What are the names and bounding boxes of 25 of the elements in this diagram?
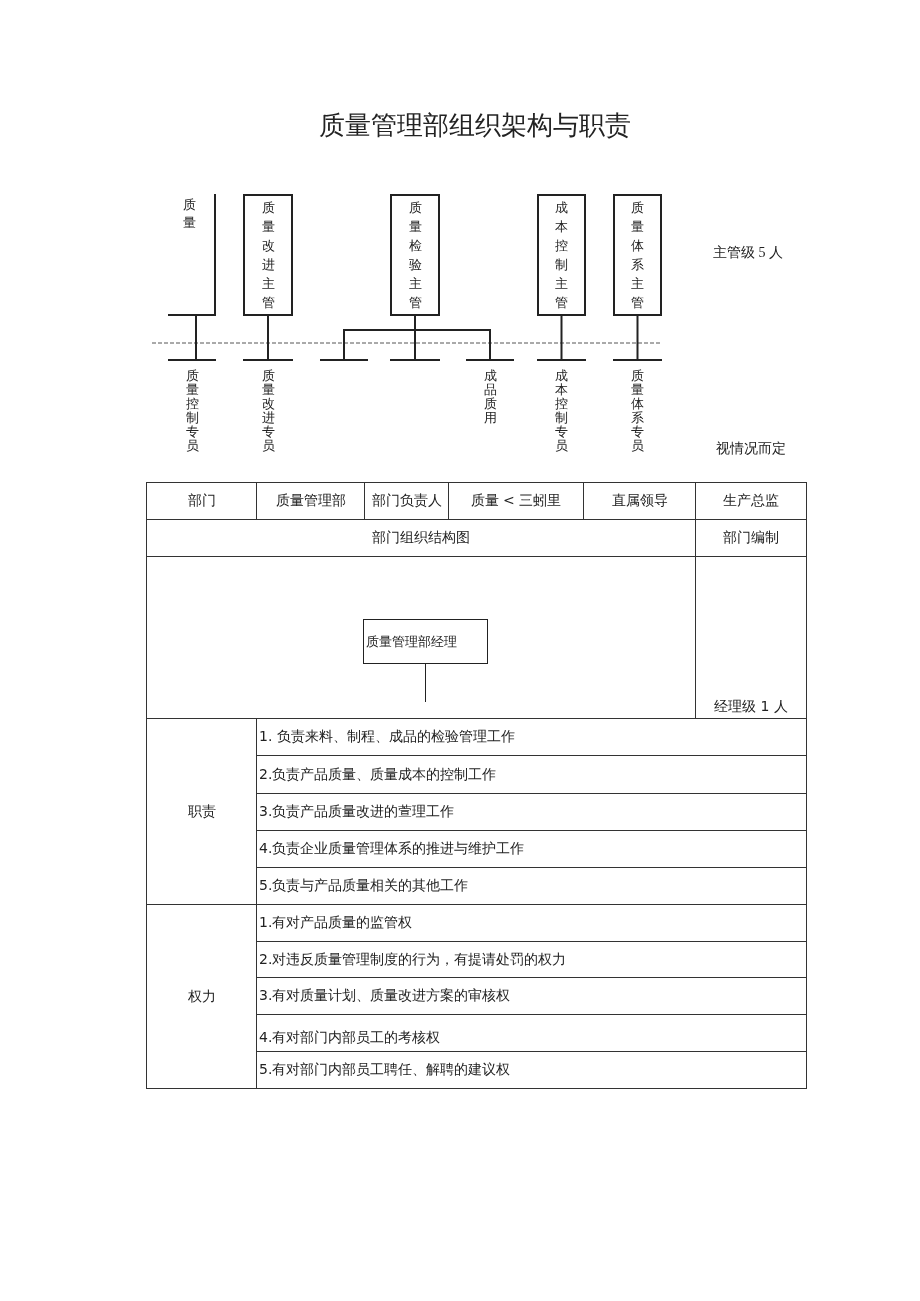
table-cell: 权力 — [146, 904, 257, 1089]
position-label: 成本控制专员 — [554, 369, 569, 453]
position-label: 质量控制专员 — [185, 369, 199, 453]
title: 质量管理部组织架构与职责 — [318, 110, 632, 142]
org-box: 质量体系主管 — [613, 194, 662, 316]
connector-line — [636, 315, 639, 360]
connector-line — [425, 663, 426, 703]
position-label: 质量改进专员 — [261, 369, 275, 453]
org-box: 质量管理部经理 — [363, 619, 488, 664]
org-box: 质量检验主管 — [390, 194, 440, 316]
position-label: 质量体系专员 — [630, 369, 645, 453]
note-text: 主管级 5 人 — [712, 243, 784, 262]
org-box: 质量改进主管 — [243, 194, 293, 316]
connector-line — [267, 315, 269, 360]
connector-line — [560, 315, 563, 360]
org-box: 成本控制主管 — [537, 194, 586, 316]
table-cell: 5.有对部门内部员工聘任、解聘的建议权 — [256, 1051, 807, 1089]
table-cell: 4.负责企业质量管理体系的推进与维护工作 — [256, 830, 807, 868]
table-cell: 4.有对部门内部员工的考核权 — [256, 1014, 807, 1052]
note-text: 视情况而定 — [714, 439, 787, 458]
position-label: 成品质用 — [483, 369, 497, 425]
connector-line — [195, 315, 197, 360]
org-bracket: 质量 — [168, 194, 216, 316]
table-cell: 部门 — [146, 482, 257, 520]
table-cell: 生产总监 — [695, 482, 807, 520]
